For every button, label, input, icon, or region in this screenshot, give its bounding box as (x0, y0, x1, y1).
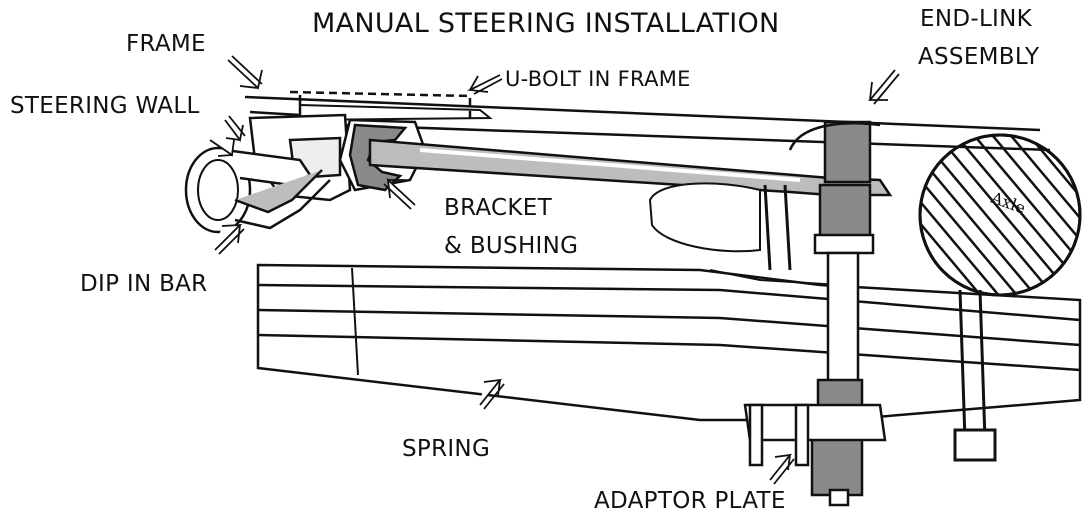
steering-bar (368, 138, 893, 197)
label-adaptor-plate: ADAPTOR PLATE (594, 488, 786, 514)
label-u-bolt: U-BOLT IN FRAME (505, 67, 691, 91)
u-bolts (763, 184, 997, 462)
spring-eye (648, 182, 761, 253)
pointer-arrows (209, 55, 900, 485)
label-bracket-1: BRACKET (444, 195, 552, 221)
label-spring: SPRING (402, 436, 491, 462)
label-dip-in-bar: DIP IN BAR (80, 271, 208, 297)
label-steering-wall: STEERING WALL (10, 93, 200, 119)
sway-bar-end (184, 146, 331, 234)
leaf-spring (256, 263, 1082, 422)
axle (918, 133, 1082, 297)
adaptor-plate (743, 403, 887, 467)
label-bracket-2: & BUSHING (444, 233, 579, 259)
label-end-link-1: END-LINK (920, 6, 1033, 32)
label-end-link-2: ASSEMBLY (918, 44, 1040, 70)
diagram-title: MANUAL STEERING INSTALLATION (312, 8, 780, 39)
label-frame: FRAME (126, 31, 206, 57)
